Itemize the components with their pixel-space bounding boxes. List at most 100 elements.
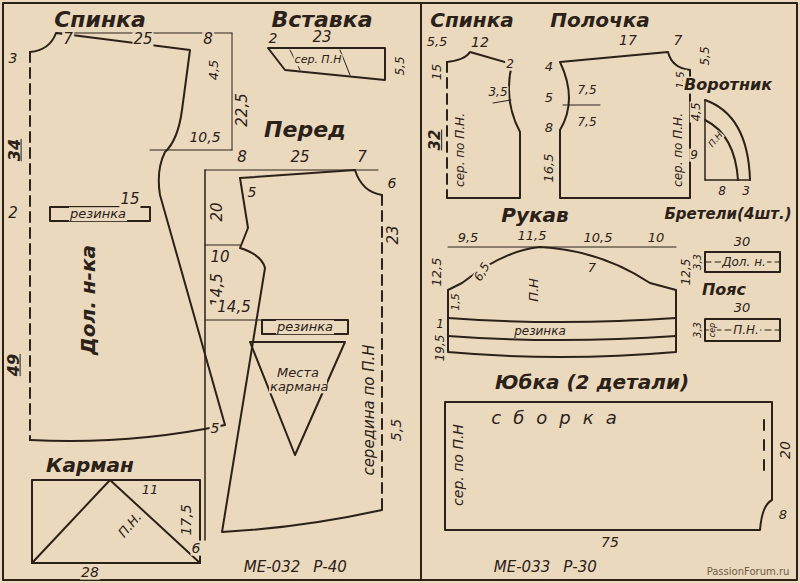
dimension: 15 xyxy=(430,63,444,82)
fold-line xyxy=(29,52,31,440)
piece-title: Пояс xyxy=(701,282,747,299)
frame xyxy=(3,3,797,580)
piece-title: Вставка xyxy=(270,8,373,31)
notch xyxy=(763,440,765,450)
skirt-piece xyxy=(445,402,772,530)
dimension: 2 xyxy=(7,206,19,222)
dimension: 5 xyxy=(247,185,258,200)
note: резинка xyxy=(513,325,567,338)
guide-line xyxy=(205,245,240,246)
guide-line xyxy=(205,320,262,321)
piece-title: Полочка xyxy=(549,10,651,31)
dimension: 17 xyxy=(618,33,638,48)
dimension: 25 xyxy=(289,150,310,166)
notch xyxy=(763,460,765,470)
collar-piece xyxy=(705,120,738,180)
dimension: 2 xyxy=(268,31,279,46)
dimension: 9,5 xyxy=(457,231,480,245)
guide-line xyxy=(150,150,232,151)
dimension: 19,5 xyxy=(434,334,447,363)
dimension: 4,5 xyxy=(207,59,221,82)
model-code: Р-40 xyxy=(312,560,348,576)
dimension: 34 xyxy=(7,138,24,162)
elastic-band xyxy=(448,318,676,322)
dimension: 3,5 xyxy=(487,86,508,99)
dimension: 12,5 xyxy=(430,257,444,288)
dimension: 5 xyxy=(544,91,554,105)
dimension: 2 xyxy=(505,58,515,71)
dimension: 6 xyxy=(191,541,202,556)
belt-piece xyxy=(705,319,780,341)
dimension: 14,5 xyxy=(216,300,251,316)
dimension: 5,5 xyxy=(394,55,407,76)
dimension: 5 xyxy=(210,421,221,436)
piece-title: Перед xyxy=(263,118,347,141)
dimension: 7 xyxy=(587,261,597,275)
dimension: 10 xyxy=(647,231,666,245)
dimension: 7 xyxy=(673,33,684,48)
dimension: 20 xyxy=(210,201,226,222)
dimension: 8 xyxy=(717,185,727,198)
dimension: 8 xyxy=(544,121,554,135)
note: Места кармана xyxy=(269,366,327,393)
front-piece xyxy=(222,178,382,532)
guide-line xyxy=(232,33,233,150)
dimension: 16,5 xyxy=(542,153,556,184)
dimension: 4,5 xyxy=(690,101,703,122)
piece-title: Карман xyxy=(45,455,135,476)
model-code: МЕ-032 xyxy=(243,560,301,576)
dimension: 8 xyxy=(236,150,248,166)
model-code: МЕ-033 xyxy=(493,560,551,576)
dimension: 10,5 xyxy=(583,231,614,245)
dimension: 23 xyxy=(311,30,332,46)
dimension: 4 xyxy=(544,60,554,74)
dimension: 5,5 xyxy=(426,35,449,49)
note: П.Н xyxy=(706,130,725,150)
piece-title: Спинка xyxy=(429,10,514,31)
strap-piece xyxy=(705,252,780,272)
note: Дол. н-ка xyxy=(78,244,99,356)
note: П.Н. xyxy=(115,509,145,541)
dimension: 3 xyxy=(8,51,19,66)
piece-title: Воротник xyxy=(683,77,773,94)
dimension: 7 xyxy=(356,150,368,166)
piece-title: Рукав xyxy=(500,205,569,226)
dimension: 6 xyxy=(387,176,398,191)
collar-piece xyxy=(705,100,750,180)
piece-title: Бретели(4шт.) xyxy=(663,207,792,223)
note: П.Н. xyxy=(732,324,760,337)
back-piece xyxy=(447,52,520,198)
dimension: 3,3 xyxy=(693,321,704,339)
fold-line xyxy=(446,62,448,198)
piece-title: Юбка (2 детали) xyxy=(494,372,690,393)
guide-line xyxy=(705,179,750,181)
notch xyxy=(763,420,765,430)
dimension: 7 xyxy=(62,32,74,48)
dimension: 10,5 xyxy=(188,130,221,145)
note: П.Н xyxy=(527,277,541,303)
piece-title: Спинка xyxy=(53,8,147,31)
dimension: 25 xyxy=(132,32,153,48)
dimension: 17,5 xyxy=(179,503,194,536)
elastic-band xyxy=(262,320,348,334)
note: сер. по П.Н xyxy=(451,423,466,507)
pocket-piece xyxy=(32,480,200,563)
watermark: PassionForum.ru xyxy=(706,567,791,578)
dimension: 10 xyxy=(209,250,230,266)
dimension: 6,5 xyxy=(471,260,492,285)
fold-line xyxy=(381,195,383,510)
dimension: 8 xyxy=(778,508,788,522)
dimension: 11 xyxy=(141,483,160,497)
dimension: 49 xyxy=(6,353,23,377)
note: сер xyxy=(709,322,717,338)
note: резинка xyxy=(69,207,127,221)
dimension: 12,5 xyxy=(680,258,693,287)
guide-line xyxy=(448,247,676,248)
dimension: 28 xyxy=(80,565,100,580)
dimension: 30 xyxy=(733,301,752,315)
guide-line xyxy=(493,100,511,103)
dimension: 1 xyxy=(435,318,445,331)
note: резинка xyxy=(276,320,334,334)
front-piece xyxy=(240,170,382,195)
dimension: 11,5 xyxy=(517,229,548,243)
